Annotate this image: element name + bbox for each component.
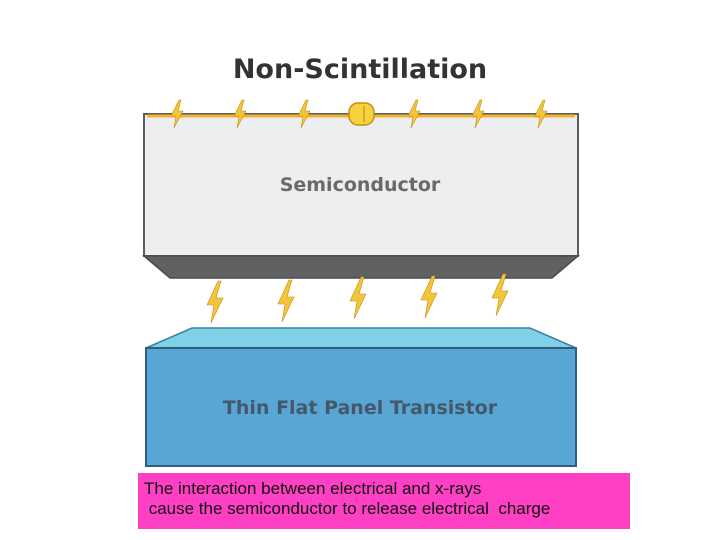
lightning-icon (297, 99, 311, 129)
semiconductor-underside (141, 255, 581, 279)
lightning-icon (233, 99, 247, 129)
caption-box: The interaction between electrical and x… (138, 473, 630, 529)
lightning-icon (534, 99, 548, 129)
lightning-icon (471, 99, 485, 129)
semiconductor-block: Semiconductor (141, 113, 581, 279)
lightning-icon (420, 275, 438, 319)
transistor-top (145, 327, 577, 349)
caption-line-1: The interaction between electrical and x… (144, 479, 482, 498)
caption-line-2: cause the semiconductor to release elect… (144, 499, 551, 518)
x-ray-photon-icon (348, 102, 375, 126)
transistor-label: Thin Flat Panel Transistor (223, 397, 498, 419)
lightning-icon (277, 279, 295, 323)
diagram-title: Non-Scintillation (233, 54, 487, 85)
gap-charges (206, 273, 509, 324)
transistor-block: Thin Flat Panel Transistor (145, 327, 577, 467)
semiconductor-label: Semiconductor (280, 174, 441, 196)
lightning-icon (349, 276, 367, 320)
transistor-face (145, 347, 577, 467)
semiconductor-face (143, 113, 579, 257)
lightning-icon (407, 99, 421, 129)
lightning-icon (170, 99, 184, 129)
top-electrode (147, 99, 575, 129)
lightning-icon (491, 273, 509, 317)
lightning-icon (206, 280, 224, 324)
